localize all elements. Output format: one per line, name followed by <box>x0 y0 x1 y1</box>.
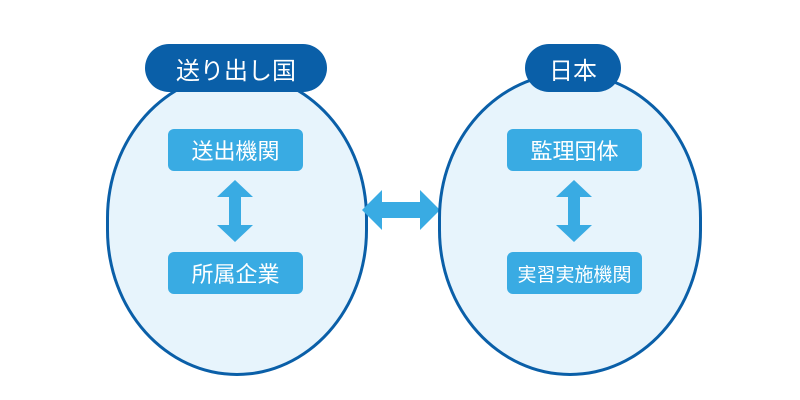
implementing-organization-box: 実習実施機関 <box>507 252 642 294</box>
center-double-arrow <box>362 190 440 230</box>
right-vertical-double-arrow <box>556 180 592 242</box>
right-group-title: 日本 <box>525 44 621 92</box>
left-vertical-double-arrow <box>217 180 253 242</box>
affiliated-company-box: 所属企業 <box>168 252 303 294</box>
sending-agency-box: 送出機関 <box>168 129 303 171</box>
left-group-title: 送り出し国 <box>145 44 327 92</box>
supervising-organization-box: 監理団体 <box>507 129 642 171</box>
